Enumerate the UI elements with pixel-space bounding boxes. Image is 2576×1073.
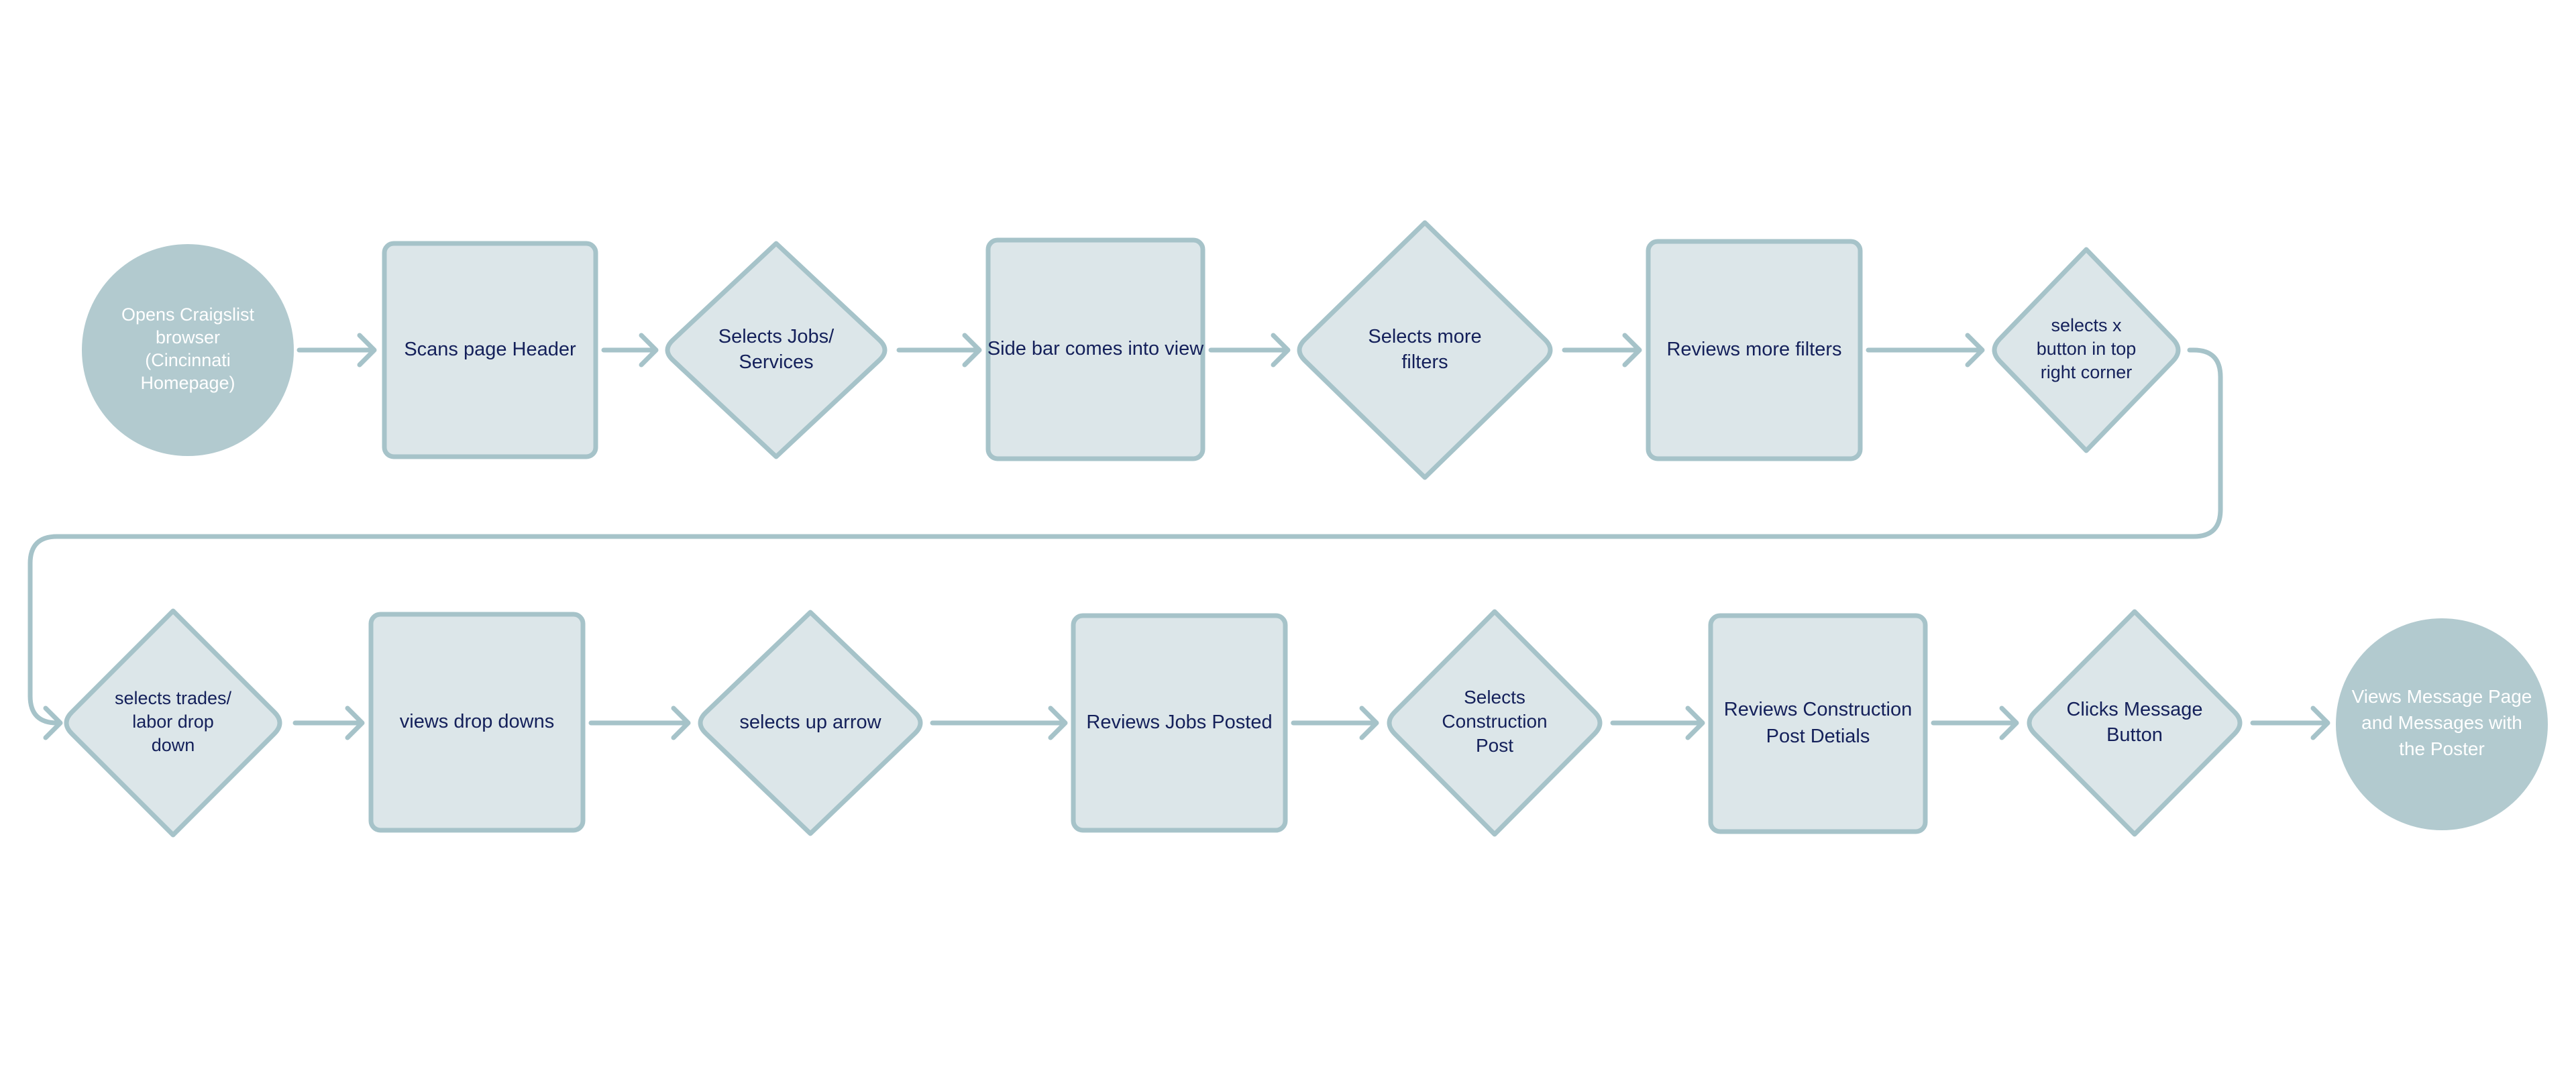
connector-arrowhead <box>1999 705 2019 740</box>
connector-arrowhead <box>43 705 63 740</box>
connector-n13-to-n14 <box>1931 705 2019 740</box>
process-shape[interactable] <box>985 237 1205 461</box>
connector-arrowhead <box>1271 333 1291 368</box>
connector-arrowhead <box>962 333 982 368</box>
process-shape[interactable] <box>1708 613 1928 834</box>
connector-n8-to-n9 <box>292 705 365 740</box>
connector-n10-to-n11 <box>930 705 1068 740</box>
decision-shape[interactable] <box>2027 609 2243 837</box>
connector-arrowhead <box>1685 705 1705 740</box>
connector-n5-to-n6 <box>1562 333 1642 368</box>
connector-n6-to-n7 <box>1866 333 1985 368</box>
node-n11[interactable]: Reviews Jobs Posted <box>1071 613 1288 833</box>
node-n6[interactable]: Reviews more filters <box>1646 239 1863 461</box>
connector-arrowhead <box>2310 705 2330 740</box>
connector-arrowhead <box>639 333 659 368</box>
connector-n11-to-n12 <box>1291 705 1379 740</box>
connector-n2-to-n3 <box>601 333 659 368</box>
decision-shape[interactable] <box>1992 247 2181 453</box>
node-n4[interactable]: Side bar comes into view <box>985 237 1205 461</box>
connector-n1-to-n2 <box>297 333 377 368</box>
connector-n4-to-n5 <box>1208 333 1291 368</box>
edges-layer <box>28 333 2330 740</box>
node-n2[interactable]: Scans page Header <box>382 241 598 459</box>
decision-shape[interactable] <box>1387 609 1603 837</box>
connector-arrowhead <box>1965 333 1985 368</box>
connector-n14-to-n15 <box>2250 705 2330 740</box>
decision-shape[interactable] <box>698 610 923 836</box>
connector-arrowhead <box>1622 333 1642 368</box>
process-shape[interactable] <box>1646 239 1863 461</box>
decision-shape[interactable] <box>64 608 282 838</box>
connector-arrowhead <box>671 705 691 740</box>
connector-n9-to-n10 <box>588 705 691 740</box>
terminal-shape[interactable] <box>82 244 294 456</box>
connector-arrowhead <box>1048 705 1068 740</box>
terminal-shape[interactable] <box>2336 618 2548 830</box>
process-shape[interactable] <box>368 612 586 833</box>
connector-n3-to-n4 <box>896 333 982 368</box>
connector-arrowhead <box>357 333 377 368</box>
connector-arrowhead <box>345 705 365 740</box>
decision-shape[interactable] <box>1297 220 1553 480</box>
connector-wrap-line <box>28 347 2223 726</box>
connector-n12-to-n13 <box>1610 705 1705 740</box>
connector-n7-to-n8 <box>28 347 2223 740</box>
process-shape[interactable] <box>1071 613 1288 833</box>
connector-arrowhead <box>1359 705 1379 740</box>
decision-shape[interactable] <box>665 241 888 459</box>
process-shape[interactable] <box>382 241 598 459</box>
node-n9[interactable]: views drop downs <box>368 612 586 833</box>
